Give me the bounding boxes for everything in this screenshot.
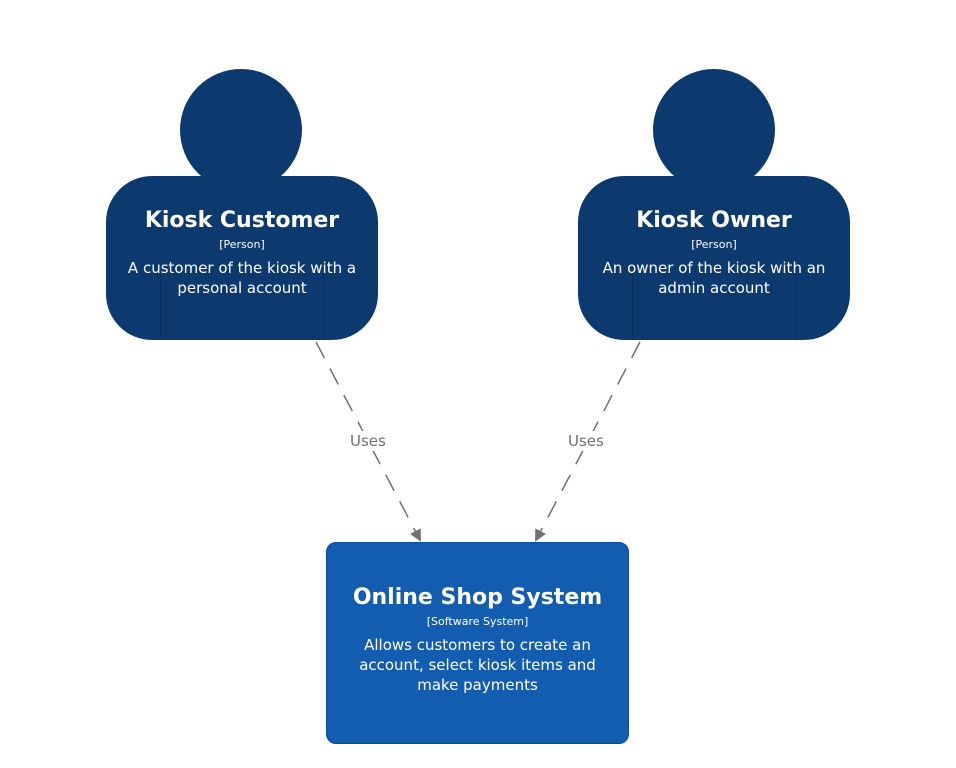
software-system-online-shop[interactable]: Online Shop System [Software System] All… — [326, 542, 629, 744]
edge-label-customer: Uses — [348, 431, 388, 451]
node-title: Kiosk Owner — [636, 208, 792, 233]
node-type: [Person] — [691, 238, 737, 251]
node-description: Allows customers to create an account, s… — [359, 636, 596, 694]
edge-owner-to-system — [535, 341, 641, 542]
person-body: Kiosk Customer [Person] A customer of th… — [106, 176, 378, 340]
person-head-icon — [180, 69, 302, 191]
body-divider — [323, 272, 324, 340]
node-description: An owner of the kiosk with an admin acco… — [602, 259, 826, 297]
person-body: Kiosk Owner [Person] An owner of the kio… — [578, 176, 850, 340]
edge-label-owner: Uses — [566, 431, 606, 451]
node-title: Kiosk Customer — [144, 208, 340, 233]
person-head-icon — [653, 69, 775, 191]
node-type: [Software System] — [426, 615, 529, 628]
node-description: A customer of the kiosk with a personal … — [127, 259, 357, 297]
node-title: Online Shop System — [352, 585, 603, 610]
edge-customer-to-system — [315, 341, 421, 542]
body-divider — [632, 272, 633, 340]
body-divider — [160, 272, 161, 340]
node-type: [Person] — [219, 238, 265, 251]
body-divider — [795, 272, 796, 340]
